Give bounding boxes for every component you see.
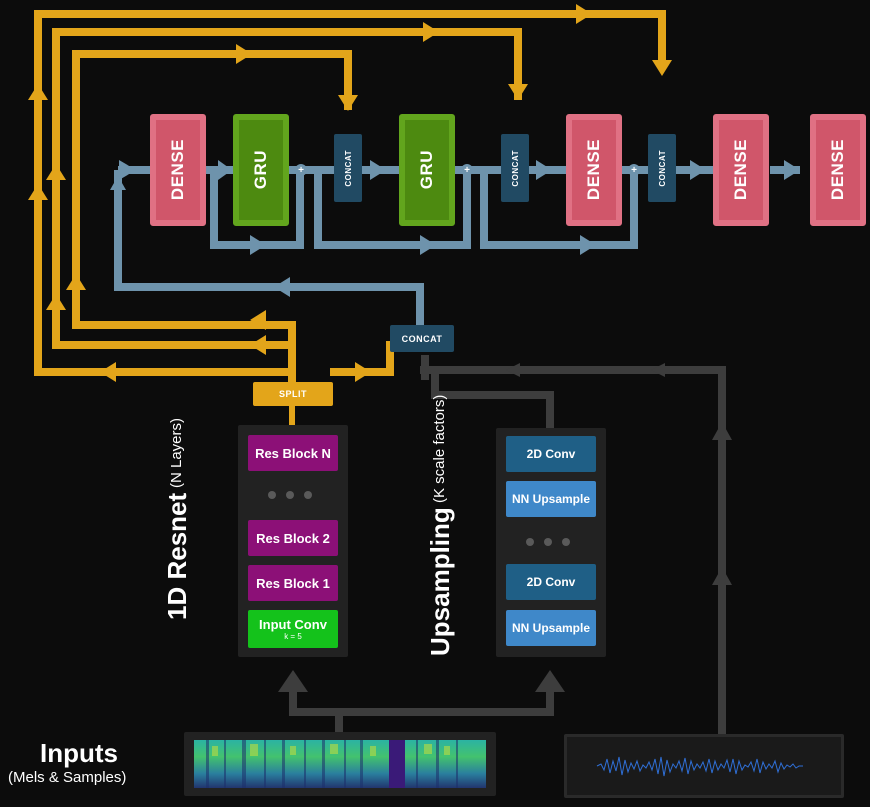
gru-2-label: GRU: [417, 150, 436, 190]
blue-wires: [114, 166, 800, 325]
spectrogram-graphic: [194, 740, 486, 788]
blue-arrowheads: [110, 160, 800, 297]
split-node: SPLIT: [253, 382, 333, 406]
dense-3-label: DENSE: [731, 139, 750, 201]
concat-3-label: CONCAT: [657, 149, 667, 187]
input-conv-kernel: k = 5: [284, 632, 302, 641]
upsampling-title-text: Upsampling: [425, 507, 455, 656]
mel-spectrogram-image: [184, 732, 496, 796]
audio-samples-waveform: [564, 734, 844, 798]
res-block-1: Res Block 1: [248, 565, 338, 601]
gru-layer-2: GRU: [399, 114, 455, 226]
plus-3-label: +: [631, 164, 637, 176]
upsampling-panel: 2D Conv NN Upsample 2D Conv NN Upsample: [496, 428, 606, 657]
dense-2-label: DENSE: [584, 139, 603, 201]
split-connector: [289, 406, 295, 428]
input-arrowheads: [278, 363, 732, 692]
res-block-n: Res Block N: [248, 435, 338, 471]
residual-add-3: +: [628, 164, 640, 176]
plus-1-label: +: [298, 164, 304, 176]
concat-1: CONCAT: [334, 134, 362, 202]
resnet-title-text: 1D Resnet: [162, 492, 192, 620]
dense-layer-3: DENSE: [713, 114, 769, 226]
orange-arrowheads: [28, 4, 672, 382]
inputs-title: Inputs: [40, 738, 118, 768]
inputs-subtitle: (Mels & Samples): [8, 769, 127, 786]
dense-4-label: DENSE: [828, 139, 847, 201]
resnet-title: 1D Resnet (N Layers): [162, 418, 193, 620]
upsampling-ellipsis: [526, 538, 570, 546]
plus-2-label: +: [464, 164, 470, 176]
resnet-subtitle: (N Layers): [168, 418, 185, 489]
dense-layer-4: DENSE: [810, 114, 866, 226]
res-block-2: Res Block 2: [248, 520, 338, 556]
concat-2: CONCAT: [501, 134, 529, 202]
waveform-graphic: [596, 756, 803, 777]
gru-1-label: GRU: [251, 150, 270, 190]
upsampling-subtitle: (K scale factors): [431, 394, 448, 503]
concat-middle: CONCAT: [390, 325, 454, 352]
dense-layer-1: DENSE: [150, 114, 206, 226]
conv2d-bottom: 2D Conv: [506, 564, 596, 600]
input-wires: [289, 355, 726, 734]
nn-upsample-top: NN Upsample: [506, 481, 596, 517]
input-conv-label: Input Conv: [259, 617, 327, 632]
upsampling-title: Upsampling (K scale factors): [425, 394, 456, 656]
dense-layer-2: DENSE: [566, 114, 622, 226]
resnet-panel: Res Block N Res Block 2 Res Block 1 Inpu…: [238, 425, 348, 657]
concat-2-label: CONCAT: [510, 149, 520, 187]
dense-1-label: DENSE: [168, 139, 187, 201]
concat-1-label: CONCAT: [343, 149, 353, 187]
residual-add-1: +: [295, 164, 307, 176]
resnet-ellipsis: [268, 491, 312, 499]
concat-middle-label: CONCAT: [401, 333, 443, 344]
residual-add-2: +: [461, 164, 473, 176]
nn-upsample-bottom: NN Upsample: [506, 610, 596, 646]
concat-3: CONCAT: [648, 134, 676, 202]
conv2d-top: 2D Conv: [506, 436, 596, 472]
input-conv-block: Input Conv k = 5: [248, 610, 338, 648]
split-label: SPLIT: [278, 389, 307, 399]
gru-layer-1: GRU: [233, 114, 289, 226]
